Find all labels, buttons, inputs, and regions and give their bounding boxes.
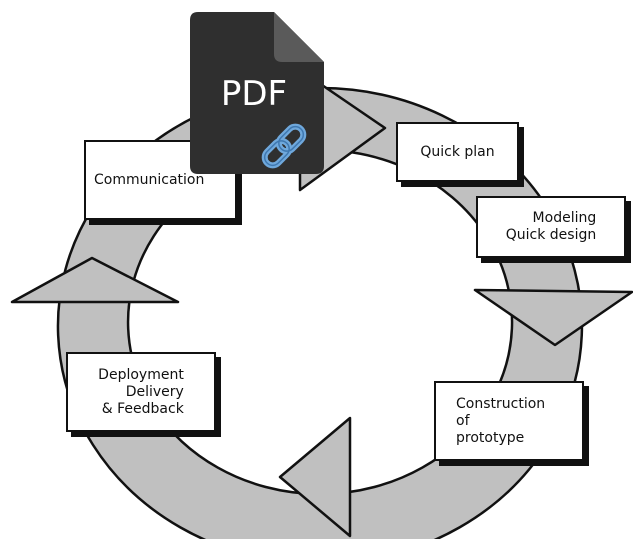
- arrow-head-left: [10, 256, 180, 304]
- node-label: Modeling Quick design: [505, 210, 597, 243]
- node-deployment: Deployment Delivery & Feedback: [66, 352, 216, 432]
- pdf-file-fold: [274, 12, 324, 62]
- node-label: Construction of prototype: [456, 395, 546, 446]
- node-label: Deployment Delivery & Feedback: [98, 366, 184, 417]
- node-construction: Construction of prototype: [434, 381, 584, 461]
- chain-link-icon: [261, 123, 307, 169]
- node-quick-plan: Quick plan: [396, 122, 519, 182]
- arrow-head-bottom: [278, 416, 352, 538]
- pdf-link-icon[interactable]: PDF: [190, 12, 324, 174]
- arrow-head-right: [473, 288, 633, 347]
- node-label: Communication: [94, 171, 205, 188]
- node-label: Quick plan: [420, 143, 495, 160]
- pdf-badge-text: PDF: [221, 74, 287, 114]
- node-modeling: Modeling Quick design: [476, 196, 626, 258]
